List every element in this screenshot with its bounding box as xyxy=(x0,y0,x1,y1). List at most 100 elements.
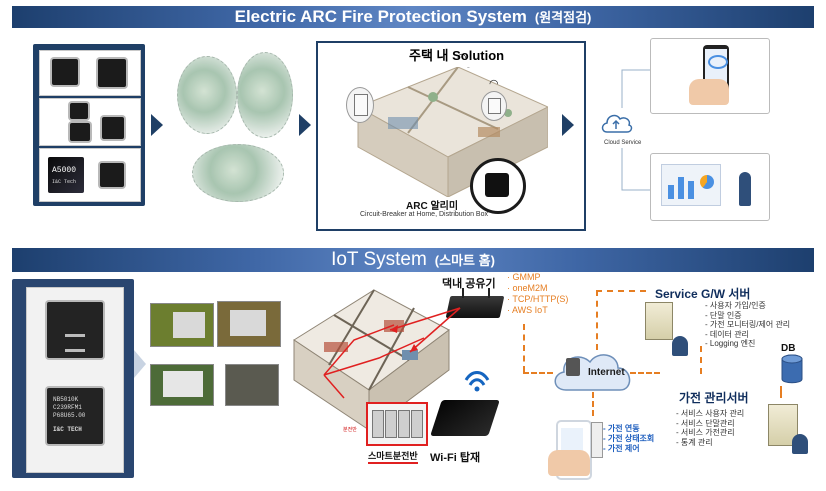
flow-arrow-4 xyxy=(134,350,146,378)
protocol-item-4: · AWS IoT xyxy=(507,305,548,315)
cloud-connector-lines xyxy=(621,69,650,191)
analytics-bar-1 xyxy=(668,185,674,199)
wifi-module-photo-4 xyxy=(225,364,279,406)
wifi-module-1-shield xyxy=(173,312,205,338)
wifi-module-photo-1 xyxy=(150,303,214,347)
breaker-3 xyxy=(398,410,410,438)
analytics-bar-3 xyxy=(688,181,694,199)
router-antenna-1 xyxy=(462,288,464,298)
bottom-banner: IoT System(스마트 홈) xyxy=(12,248,814,272)
top-banner-title: Electric ARC Fire Protection System xyxy=(234,7,527,26)
wifi-module-photo-2 xyxy=(217,301,281,347)
phone-feature-list: - 가전 연동 - 가전 상태조회 - 가전 제어 xyxy=(603,424,654,454)
appliance-server-item-3: - 서비스 가전관리 xyxy=(676,428,735,437)
chip-module-bottom-line4: I&C TECH xyxy=(53,426,82,433)
flow-arrow-3 xyxy=(562,114,574,136)
breaker-4 xyxy=(411,410,423,438)
smart-panel-box xyxy=(366,402,428,446)
protocol-item-2: · oneM2M xyxy=(507,283,548,293)
breaker-1 xyxy=(372,410,384,438)
bottom-banner-subtitle: (스마트 홈) xyxy=(434,253,495,268)
service-gw-item-1: - 사용자 가입/인증 xyxy=(705,301,766,310)
appliance-server-title: 가전 관리서버 xyxy=(679,391,749,405)
chip-box-3: A5000 I&C Tech xyxy=(39,148,141,202)
breaker-device-left xyxy=(346,87,374,123)
top-banner: Electric ARC Fire Protection System (원격점검… xyxy=(12,6,814,28)
app-chart xyxy=(708,55,728,69)
wifi-label: Wi-Fi 탑재 xyxy=(430,452,481,464)
appliance-device xyxy=(591,422,603,458)
chip-qfp-b xyxy=(70,123,90,141)
analytics-panel xyxy=(650,153,770,221)
chip-small xyxy=(100,163,124,187)
service-gw-server xyxy=(645,302,673,340)
appliance-server-item-1-text: 서비스 사용자 관리 xyxy=(680,409,745,418)
connector-internet-gw-h xyxy=(596,290,646,292)
internet-label: Internet xyxy=(588,367,625,378)
service-gw-item-4: - 데이터 관리 xyxy=(705,329,749,339)
phone-feature-3: - 가전 제어 xyxy=(603,444,640,453)
chip-module-bottom-line2: C239RFM1 xyxy=(53,404,82,411)
connector-appliance-db xyxy=(780,386,782,398)
db-label: DB xyxy=(781,343,796,354)
chip-qfp-c xyxy=(102,117,124,139)
analytics-dashboard xyxy=(661,164,721,206)
bottom-chip-box: NB5010K C239RFM1 P68U65.00 I&C TECH xyxy=(26,287,124,473)
internet-device-icon xyxy=(566,358,580,376)
chip-a5000-maker: I&C Tech xyxy=(52,179,77,185)
chip-a5000: A5000 I&C Tech xyxy=(48,157,84,193)
wifi-icon xyxy=(464,371,490,392)
service-gw-title: Service G/W 서버 xyxy=(655,287,751,301)
service-gw-item-4-text: 데이터 관리 xyxy=(709,329,749,339)
house-solution-panel: ◠ ◠ ARC 알리미 Circuit-Breaker at Home, Dis… xyxy=(316,41,586,231)
connector-router-internet xyxy=(523,324,525,372)
phone-feature-1-text: 가전 연동 xyxy=(607,424,640,433)
top-banner-subtitle: (원격점검) xyxy=(534,10,592,25)
mobile-app-panel xyxy=(650,38,770,114)
analytics-pie xyxy=(700,175,714,189)
service-gw-item-2-text: 단말 인증 xyxy=(709,310,742,320)
circuit-board-a xyxy=(177,56,237,134)
appliance-server-item-2-text: 서비스 단말관리 xyxy=(680,418,735,428)
service-gw-item-5-text: Logging 엔진 xyxy=(709,339,756,348)
wifi-module-photo-3 xyxy=(150,364,214,406)
analyst-figure xyxy=(739,172,751,206)
connector-internet-phone xyxy=(592,392,594,416)
service-gw-item-2: - 단말 인증 xyxy=(705,310,742,320)
home-router-title: 댁내 공유기 xyxy=(442,278,496,290)
wifi-icon-small-2: ◠ xyxy=(489,78,499,90)
arc-device xyxy=(485,173,509,197)
chip-module-top xyxy=(47,302,103,358)
protocol-item-1: · GMMP xyxy=(507,272,541,282)
connector-gw-db xyxy=(700,346,702,374)
appliance-server-list: - 서비스 사용자 관리 - 서비스 단말관리 - 서비스 가전관리 - 통계 … xyxy=(676,409,744,447)
analytics-bar-2 xyxy=(678,177,684,199)
protocol-item-4-text: AWS IoT xyxy=(512,305,548,315)
chip-box-2 xyxy=(39,98,141,146)
service-gw-item-1-text: 사용자 가입/인증 xyxy=(709,301,766,310)
protocol-item-3-text: TCP/HTTP(S) xyxy=(512,294,569,304)
bottom-chip-panel: NB5010K C239RFM1 P68U65.00 I&C TECH xyxy=(12,279,134,478)
connector-internet-gw xyxy=(596,290,598,350)
appliance-server-item-1: - 서비스 사용자 관리 xyxy=(676,409,745,418)
wifi-module-2-shield xyxy=(230,310,266,336)
chip-box-1 xyxy=(39,50,141,96)
service-gw-list: - 사용자 가입/인증 - 단말 인증 - 가전 모니터링/제어 관리 - 데이… xyxy=(705,301,790,349)
breaker-2 xyxy=(385,410,397,438)
connector-internet-appliance xyxy=(630,372,660,374)
chip-logo-top xyxy=(65,334,85,352)
chip-module-bottom: NB5010K C239RFM1 P68U65.00 I&C TECH xyxy=(47,388,103,444)
service-gw-item-3: - 가전 모니터링/제어 관리 xyxy=(705,320,791,329)
appliance-server-item-2: - 서비스 단말관리 xyxy=(676,418,735,428)
flow-arrow-1 xyxy=(151,114,163,136)
wifi-icon-small-1: ◠ xyxy=(457,52,467,64)
smartphone-screen xyxy=(705,49,728,87)
chip-a5000-label: A5000 xyxy=(52,166,77,175)
flow-arrow-2 xyxy=(299,114,311,136)
router-antenna-2 xyxy=(488,288,490,298)
house-solution-title: 주택 내 Solution xyxy=(409,48,505,63)
circuit-board-b xyxy=(237,52,293,138)
smart-panel-small-label: 분전반 xyxy=(343,427,357,433)
appliance-server-operator xyxy=(792,434,808,454)
control-phone-hand xyxy=(548,450,590,476)
